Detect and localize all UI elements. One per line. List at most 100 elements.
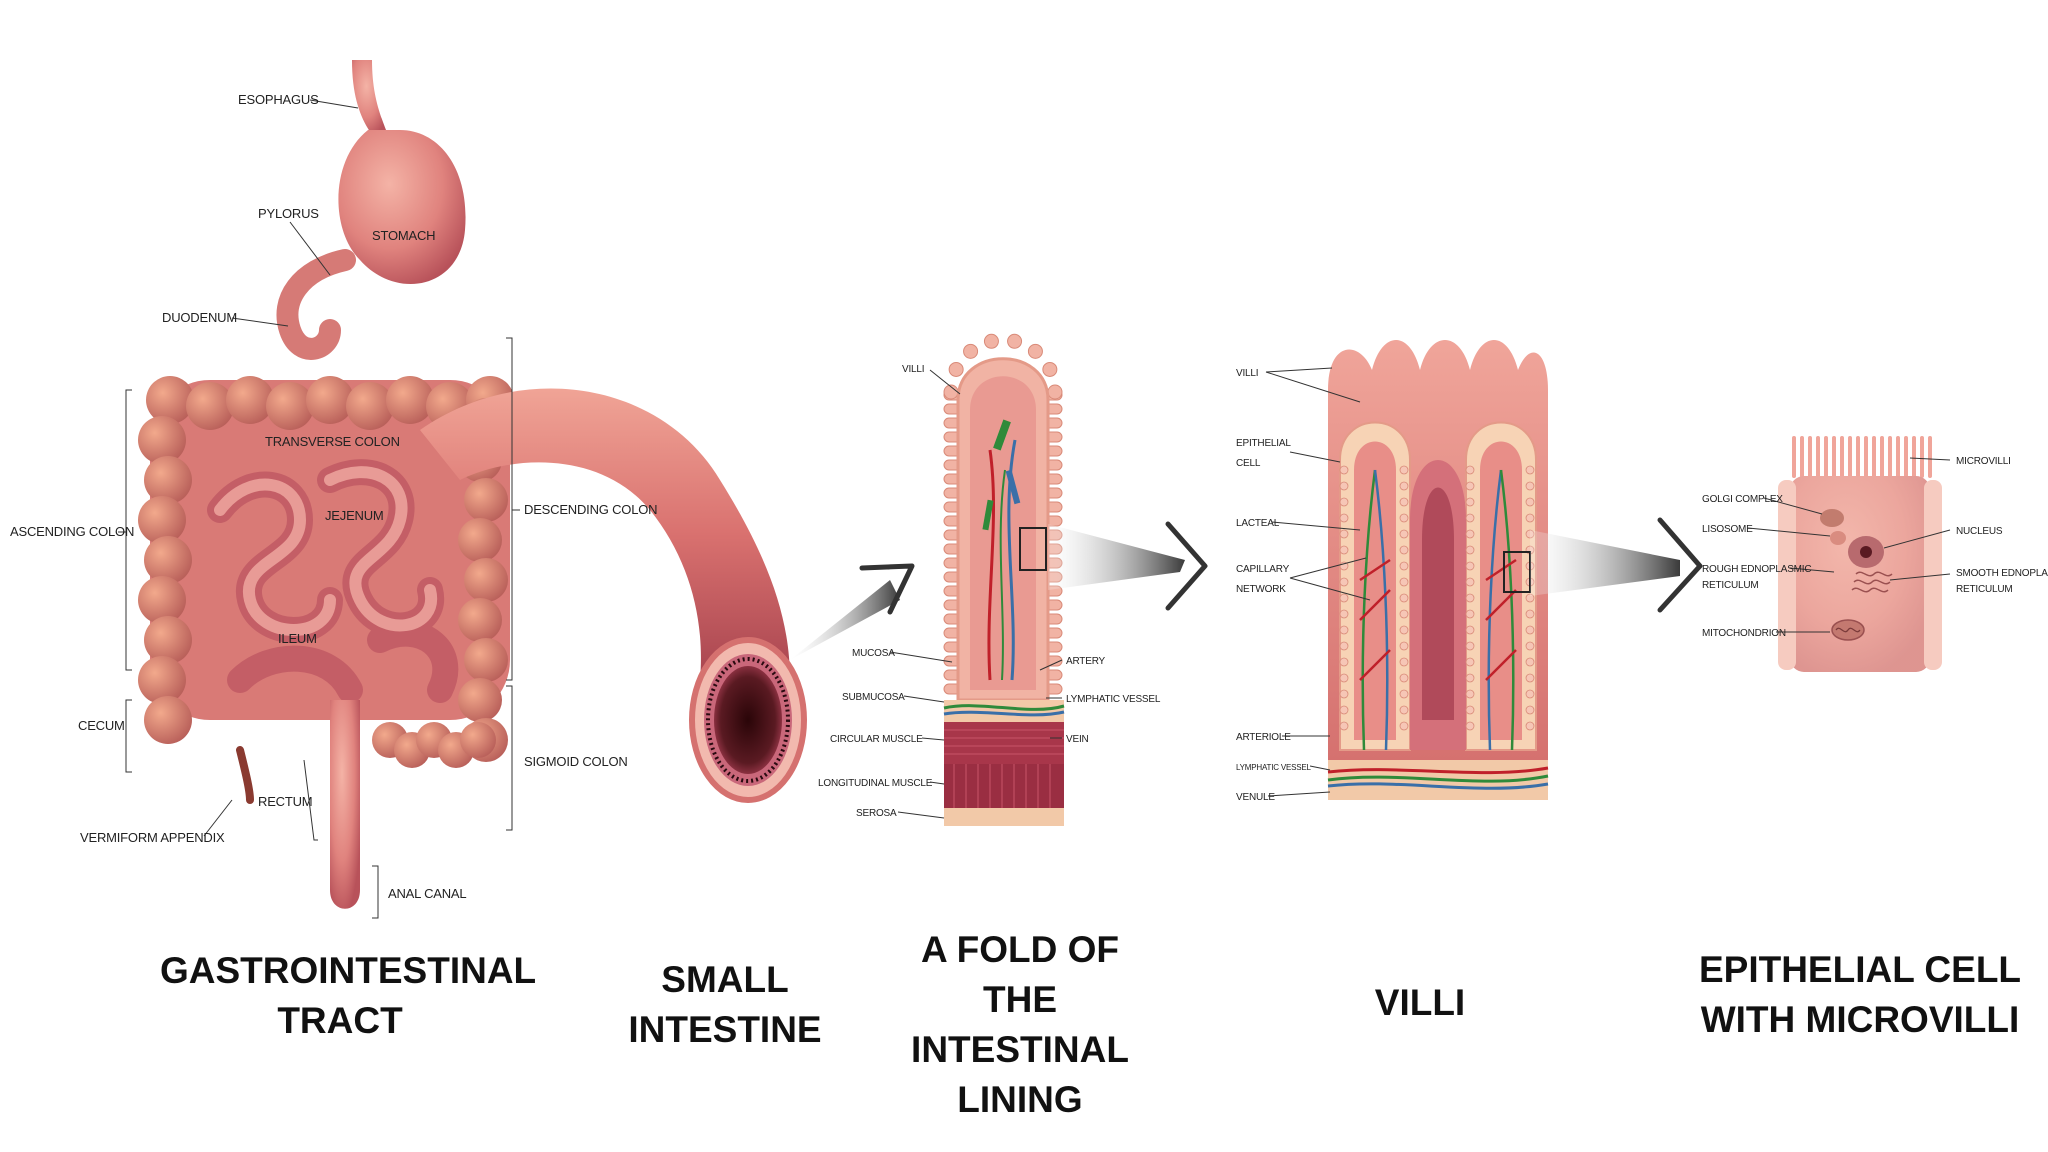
colon-haustra: [138, 376, 514, 768]
microvillus: [1928, 436, 1932, 478]
cell: [1399, 465, 1409, 475]
title-gastrointestinal-tract: GASTROINTESTINAL TRACT: [160, 950, 537, 1041]
cell: [1339, 513, 1349, 523]
haustrum: [138, 656, 186, 704]
cell: [1465, 513, 1475, 523]
cell: [1399, 529, 1409, 539]
label-venule: VENULE: [1236, 792, 1275, 803]
cell: [1465, 625, 1475, 635]
label-nucleus: NUCLEUS: [1956, 526, 2003, 537]
label-anal-canal: ANAL CANAL: [388, 886, 466, 901]
label-smooth-er-2: RETICULUM: [1956, 584, 2013, 595]
villus: [963, 343, 979, 359]
cell: [1525, 641, 1535, 651]
cell: [1399, 657, 1409, 667]
haustrum: [226, 376, 274, 424]
villi-labels: VILLI EPITHELIAL CELL LACTEAL CAPILLARY …: [1236, 367, 1371, 803]
cell: [1339, 529, 1349, 539]
cell: [1339, 593, 1349, 603]
label-mitochondrion: MITOCHONDRION: [1702, 628, 1786, 639]
microvillus: [1848, 436, 1852, 478]
cell: [1525, 625, 1535, 635]
haustrum: [346, 382, 394, 430]
label-pylorus: PYLORUS: [258, 206, 319, 221]
cell: [1399, 593, 1409, 603]
microvillus: [1888, 436, 1892, 478]
cell: [1339, 657, 1349, 667]
cell: [1465, 609, 1475, 619]
label-cecum: CECUM: [78, 718, 125, 733]
esophagus-shape: [352, 60, 388, 135]
haustrum: [458, 598, 502, 642]
villus: [1042, 361, 1058, 377]
haustrum: [458, 518, 502, 562]
haustrum: [144, 696, 192, 744]
cell: [1339, 689, 1349, 699]
label-arteriole: ARTERIOLE: [1236, 732, 1291, 743]
arrow-to-epithelial-cell: [1530, 517, 1703, 613]
label-epithelial-cell-2: CELL: [1236, 458, 1261, 469]
label-ileum: ILEUM: [278, 631, 317, 646]
haustrum: [306, 376, 354, 424]
lisosome: [1830, 531, 1846, 545]
label-vermiform-appendix: VERMIFORM APPENDIX: [80, 830, 225, 845]
cell: [1465, 577, 1475, 587]
haustrum: [464, 638, 508, 682]
label-capillary-network-1: CAPILLARY: [1236, 564, 1290, 575]
fold-labels: VILLI MUCOSA SUBMUCOSA CIRCULAR MUSCLE L…: [818, 364, 1161, 819]
label-artery: ARTERY: [1066, 656, 1106, 667]
label-esophagus: ESOPHAGUS: [238, 92, 319, 107]
small-intestine-cross-section: [689, 637, 807, 803]
cell: [1399, 721, 1409, 731]
label-rectum: RECTUM: [258, 794, 312, 809]
cell: [1525, 609, 1535, 619]
label-rough-er-2: RETICULUM: [1702, 580, 1759, 591]
cell: [1465, 657, 1475, 667]
microvillus: [1800, 436, 1804, 478]
label-submucosa: SUBMUCOSA: [842, 692, 905, 703]
cell: [1465, 529, 1475, 539]
cell: [1399, 705, 1409, 715]
cell: [1525, 721, 1535, 731]
label-villi: VILLI: [1236, 368, 1258, 379]
label-serosa: SEROSA: [856, 808, 897, 819]
cell: [1399, 689, 1409, 699]
haustrum: [464, 478, 508, 522]
arrow-to-fold: [790, 563, 915, 660]
microvillus: [1816, 436, 1820, 478]
haustrum: [186, 382, 234, 430]
microvillus: [1864, 436, 1868, 478]
haustrum: [138, 496, 186, 544]
epithelial-cell-labels: GOLGI COMPLEX LISOSOME ROUGH EDNOPLASMIC…: [1702, 456, 2048, 639]
cell: [1525, 465, 1535, 475]
cell: [1339, 673, 1349, 683]
villus: [1027, 343, 1043, 359]
cell: [1465, 689, 1475, 699]
circular-muscle-layer: [944, 722, 1064, 764]
cell: [1399, 497, 1409, 507]
label-microvilli: MICROVILLI: [1956, 456, 2011, 467]
microvillus: [1920, 436, 1924, 478]
cell: [1339, 625, 1349, 635]
microvillus: [1832, 436, 1836, 478]
cell: [1465, 545, 1475, 555]
haustrum: [146, 376, 194, 424]
cell: [1339, 641, 1349, 651]
gi-tract-illustration: [138, 60, 790, 909]
haustrum: [138, 416, 186, 464]
golgi-complex: [1820, 509, 1844, 527]
cell: [1399, 625, 1409, 635]
submucosa-layer: [944, 700, 1064, 722]
microvillus: [1792, 436, 1796, 478]
cell: [1465, 481, 1475, 491]
label-circular-muscle: CIRCULAR MUSCLE: [830, 734, 923, 745]
intestinal-fold-illustration: [943, 333, 1065, 826]
haustrum: [464, 558, 508, 602]
label-ascending-colon: ASCENDING COLON: [10, 524, 134, 539]
microvillus: [1808, 436, 1812, 478]
label-epithelial-cell-1: EPITHELIAL: [1236, 438, 1291, 449]
small-intestine-loops-highlight: [214, 466, 438, 636]
appendix-shape: [236, 746, 254, 804]
cell: [1399, 545, 1409, 555]
